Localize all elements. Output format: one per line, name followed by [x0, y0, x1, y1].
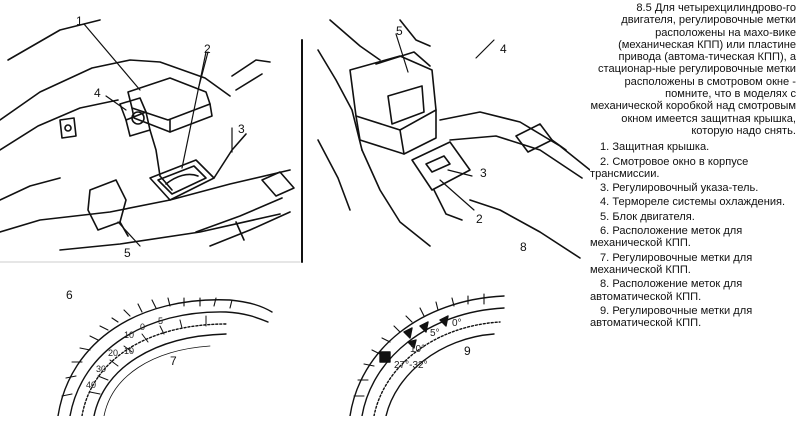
engine-diagram	[0, 19, 591, 417]
panel-number-9: 9	[464, 344, 471, 358]
degree-label: 27°-32°	[394, 360, 428, 371]
degree-label: 20	[108, 348, 119, 358]
degree-label: 10	[124, 346, 135, 356]
panel-number-7: 7	[170, 354, 177, 368]
legend-item: 8. Расположение меток для автоматической…	[590, 278, 743, 303]
left-engine-drawing	[0, 19, 295, 251]
legend-item: 1. Защитная крышка.	[600, 141, 710, 154]
flywheel-auto	[349, 293, 505, 417]
degree-label: 5	[158, 316, 164, 326]
callout-1: 1	[76, 14, 83, 28]
legend-item: 4. Термореле системы охлаждения.	[600, 196, 786, 209]
legend-item: 6. Расположение меток для механической К…	[590, 225, 743, 250]
legend-item: 7. Регулировочные метки для механической…	[590, 251, 753, 276]
degree-label: 0	[140, 322, 146, 332]
degree-label: 10°	[410, 344, 426, 355]
legend-item: 9. Регулировочные метки для автоматическ…	[590, 304, 753, 330]
callout-2: 2	[204, 42, 211, 56]
degree-label: 5°	[430, 328, 440, 339]
caption-intro: 8.5 Для четырехцилиндрово-го двигателя, …	[590, 2, 796, 137]
callout-3: 3	[238, 122, 245, 136]
degree-label: 40	[86, 380, 97, 390]
right-engine-drawing	[317, 19, 591, 259]
callout-4-right: 4	[500, 42, 507, 56]
panel-number-8: 8	[520, 240, 527, 254]
figure-caption: 8.5 Для четырехцилиндрово-го двигателя, …	[590, 2, 796, 331]
illustration-area: 1 2 4 3 5 5 4 3 2 6 7 8 9 10 0 5 10 20 3…	[0, 14, 591, 417]
legend-item: 3. Регулировочный указа-тель.	[600, 182, 759, 195]
flywheel-manual	[57, 297, 273, 417]
callout-4-left: 4	[94, 86, 101, 100]
callout-3-right: 3	[480, 166, 487, 180]
panel-number-6: 6	[66, 288, 73, 302]
callout-2-right: 2	[476, 212, 483, 226]
legend-item: 2. Смотровое окно в корпусе трансмиссии.	[590, 155, 749, 180]
degree-label: 10	[124, 330, 135, 340]
degree-label: 0°	[452, 318, 462, 329]
legend-list: 1. Защитная крышка. 2. Смотровое окно в …	[590, 141, 796, 329]
callout-5-right: 5	[396, 24, 403, 38]
legend-item: 5. Блок двигателя.	[600, 210, 695, 223]
callout-5-left: 5	[124, 246, 131, 260]
degree-label: 30	[96, 364, 107, 374]
